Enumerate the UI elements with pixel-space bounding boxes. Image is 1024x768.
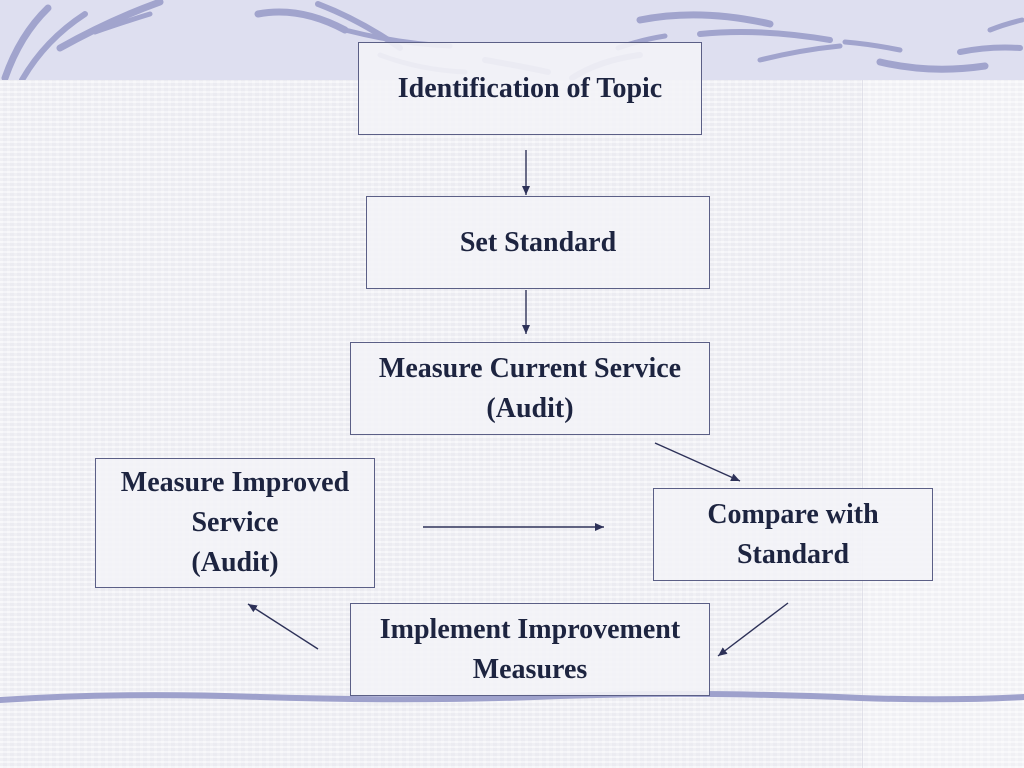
node-compare-with-standard: Compare with Standard xyxy=(653,488,933,581)
node-measure-improved-service: Measure Improved Service (Audit) xyxy=(95,458,375,588)
node-compare-with-standard-label: Compare with Standard xyxy=(707,498,879,570)
node-measure-current-service: Measure Current Service (Audit) xyxy=(350,342,710,435)
node-identification-of-topic-label: Identification of Topic xyxy=(397,72,663,104)
node-implement-improvement-measures-label: Implement Improvement Measures xyxy=(379,613,681,685)
right-side-panel xyxy=(862,80,1024,768)
node-measure-current-service-label: Measure Current Service (Audit) xyxy=(378,352,682,424)
node-set-standard-label: Set Standard xyxy=(459,226,617,258)
bottom-decorative-line xyxy=(0,690,1024,703)
node-set-standard: Set Standard xyxy=(366,196,710,289)
node-identification-of-topic: Identification of Topic xyxy=(358,42,702,135)
node-implement-improvement-measures: Implement Improvement Measures xyxy=(350,603,710,696)
node-measure-improved-service-label: Measure Improved Service (Audit) xyxy=(120,467,350,578)
